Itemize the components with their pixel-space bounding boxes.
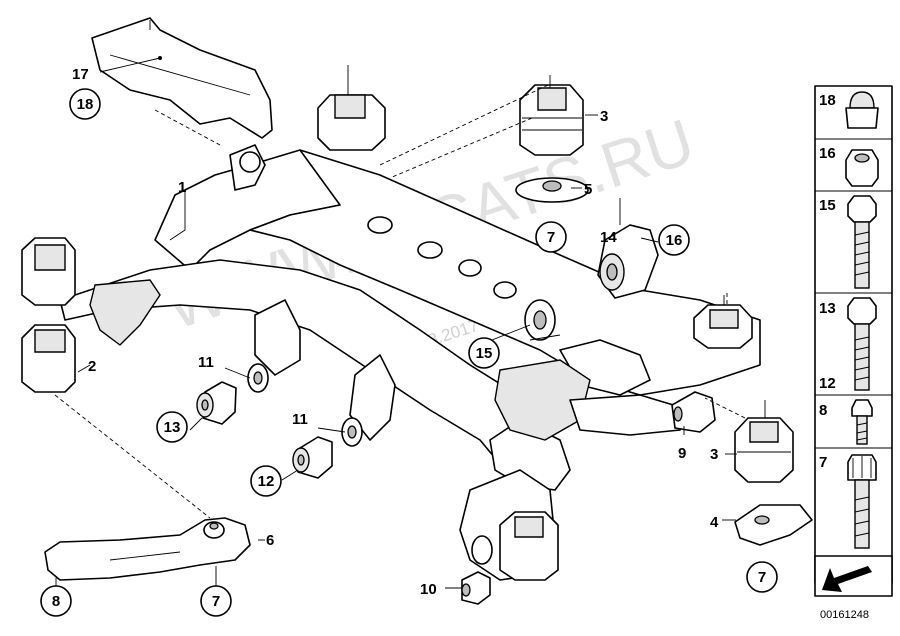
leader-lines (77, 57, 766, 589)
legend-8: 8 (819, 402, 827, 419)
label-17: 17 (72, 66, 89, 83)
label-10: 10 (420, 581, 437, 598)
trailing-arm (44, 517, 251, 581)
callout-16 (658, 224, 690, 256)
legend-7: 7 (819, 454, 827, 471)
mount-3-upper (519, 84, 584, 156)
label-4: 4 (710, 514, 719, 531)
bushing-13 (196, 381, 237, 425)
bushing-15 (524, 299, 556, 341)
fastener-legend: 18 16 15 13 12 8 (814, 85, 893, 597)
legend-15: 15 (819, 197, 836, 214)
dashed-guides (54, 84, 746, 519)
bushing-10 (461, 571, 491, 605)
mount-3-lower (734, 417, 794, 483)
direction-arrow-icon (814, 555, 893, 597)
legend-16: 16 (819, 145, 836, 162)
part-labels: 17 18 1 2 3 5 7 14 16 15 11 13 11 12 9 3… (40, 66, 778, 617)
long-bolt-icon-13 (847, 297, 877, 391)
label-15: 15 (476, 345, 493, 362)
bushing-9 (671, 391, 716, 433)
bushing-14 (597, 224, 659, 299)
label-5: 5 (584, 181, 592, 198)
callout-7-upper (535, 221, 567, 253)
long-bolt-icon (847, 195, 877, 289)
washer-4 (734, 504, 813, 546)
mount-2-upper (21, 237, 76, 306)
label-8: 8 (52, 593, 60, 610)
label-14: 14 (600, 229, 617, 246)
bushing-11a (247, 363, 269, 393)
callout-18 (69, 88, 101, 120)
label-9: 9 (678, 445, 686, 462)
diagram-code: 00161248 (820, 609, 869, 621)
callout-7-right (746, 561, 778, 593)
mount-bottom-center (471, 511, 559, 581)
legend-13: 13 (819, 300, 836, 317)
legend-12: 12 (819, 375, 836, 392)
washer-5 (515, 177, 589, 203)
callout-12 (250, 465, 282, 497)
label-7-right: 7 (758, 569, 766, 586)
torx-bolt-icon (847, 454, 877, 549)
heat-shield (91, 17, 273, 139)
label-11-upper: 11 (198, 354, 214, 371)
cap-nut-icon (845, 91, 879, 129)
label-16: 16 (666, 232, 683, 249)
label-3-upper: 3 (600, 108, 608, 125)
mount-right-rear (693, 304, 753, 349)
legend-18: 18 (819, 92, 836, 109)
label-7-bottom: 7 (212, 593, 220, 610)
label-7-upper: 7 (547, 229, 555, 246)
label-12: 12 (258, 473, 275, 490)
label-11-lower: 11 (292, 411, 308, 428)
mount-2-lower (21, 324, 76, 393)
rear-axle-subframe (59, 144, 761, 581)
callout-13 (156, 411, 188, 443)
bushing-12 (292, 436, 333, 479)
label-6: 6 (266, 532, 274, 549)
mount-top-center (317, 94, 386, 151)
short-bolt-icon (851, 399, 873, 445)
label-18: 18 (77, 96, 94, 113)
hex-nut-icon (845, 149, 879, 187)
callout-15 (468, 337, 500, 369)
label-13: 13 (164, 419, 181, 436)
label-2: 2 (88, 358, 96, 375)
label-1: 1 (178, 179, 186, 196)
label-3-lower: 3 (710, 446, 718, 463)
